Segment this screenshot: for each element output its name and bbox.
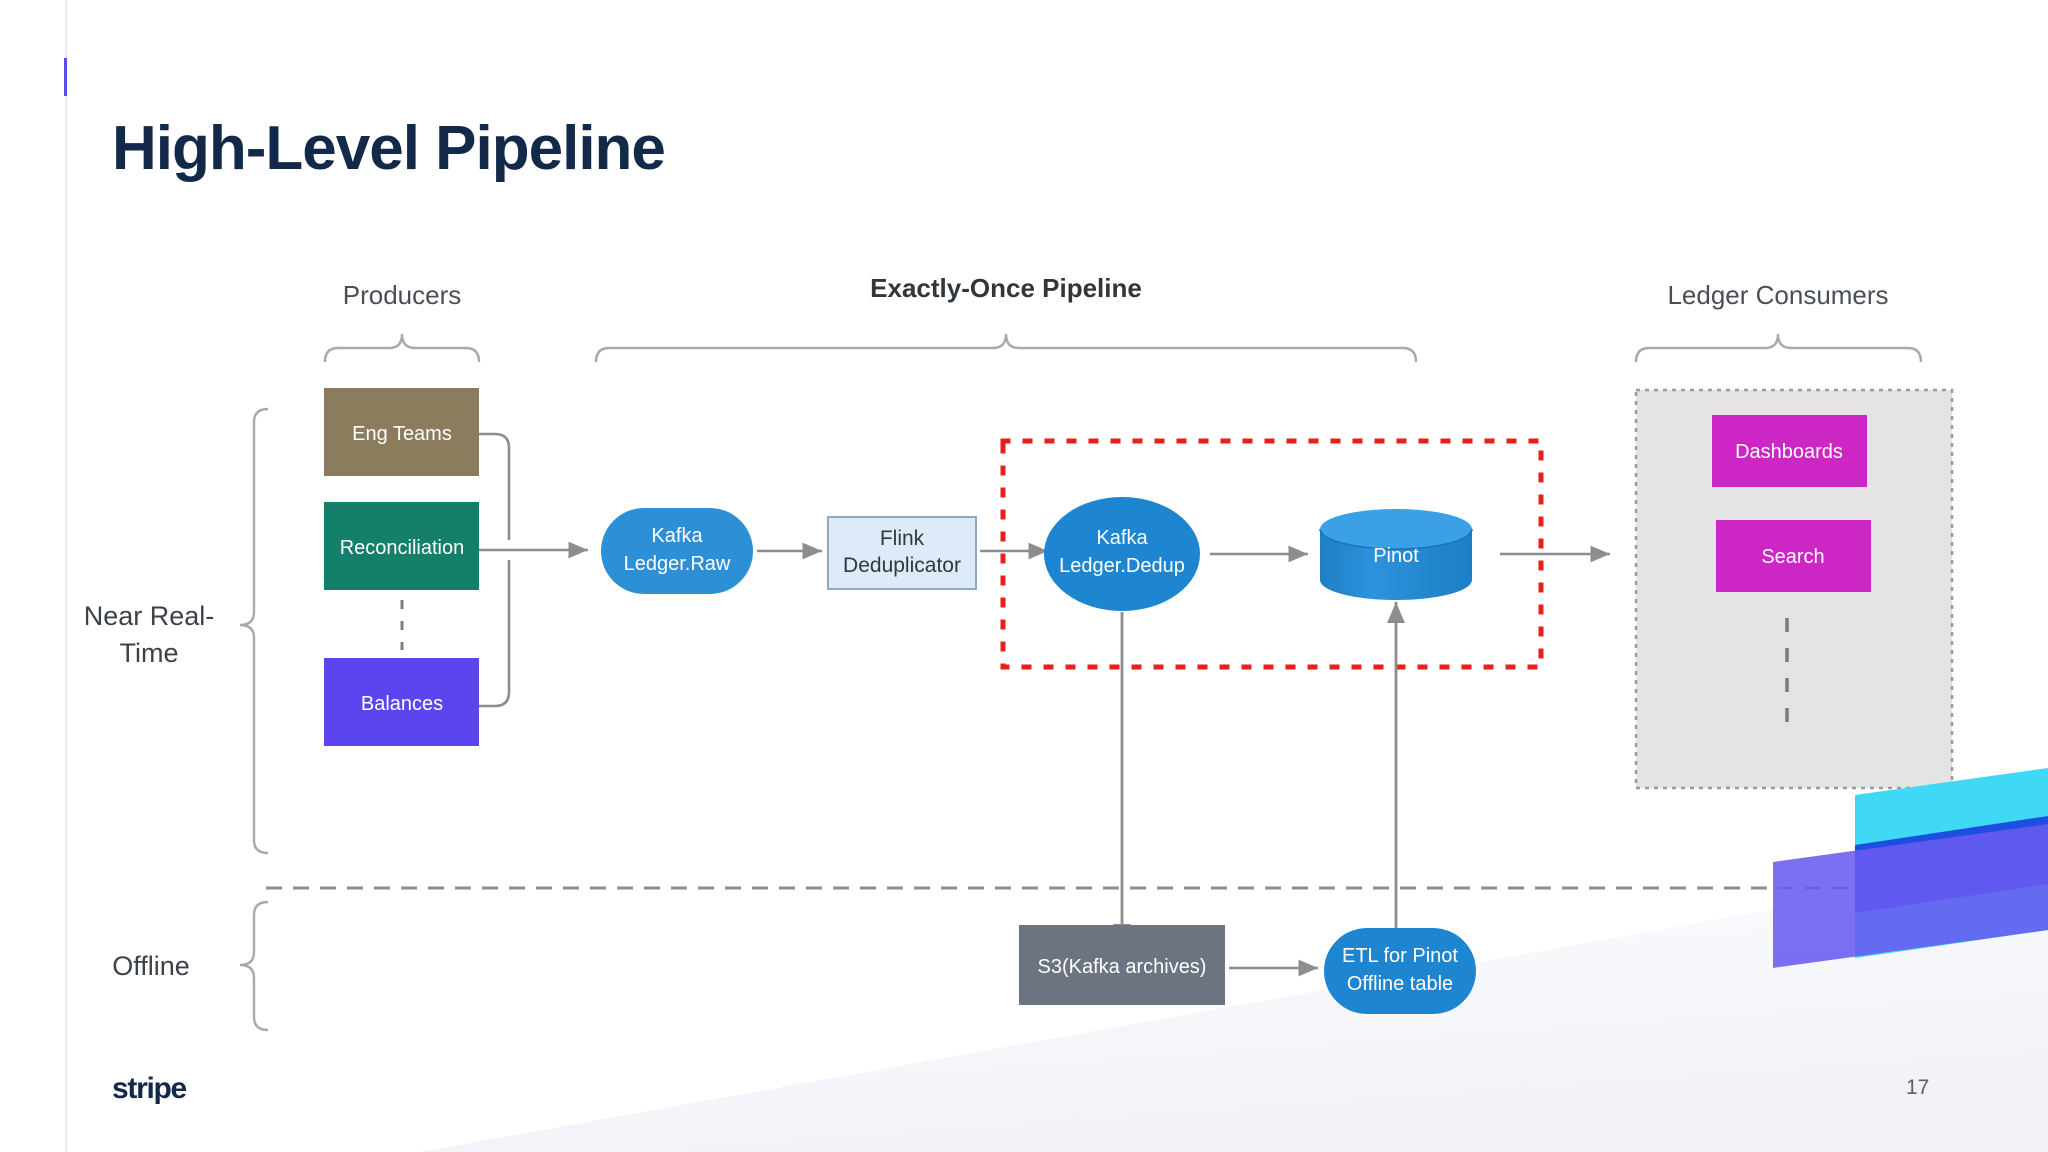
stripe-logo: stripe	[112, 1072, 187, 1105]
node-flink-deduplicator[interactable]	[827, 516, 977, 590]
node-eng-teams-label: Eng Teams	[352, 423, 452, 445]
left-accent-mark	[64, 58, 67, 96]
brace-pipeline	[594, 333, 1418, 363]
node-kafka-dedup-label-line1: Kafka	[1096, 527, 1148, 549]
exactly-once-highlight-box	[1000, 438, 1544, 670]
node-reconciliation[interactable]	[324, 502, 479, 590]
node-search-label: Search	[1761, 546, 1824, 568]
node-kafka-raw-label-line1: Kafka	[651, 525, 703, 547]
left-edge-rule	[65, 0, 67, 1152]
lane-brace-near-real-time	[239, 407, 269, 855]
lane-label-offline: Offline	[112, 951, 190, 981]
group-label-consumers: Ledger Consumers	[1667, 280, 1888, 310]
node-s3[interactable]	[1019, 925, 1225, 1005]
edge-balances-to-merge	[479, 560, 511, 708]
node-pinot[interactable]	[1319, 509, 1473, 600]
lane-label-near-real-time-line1: Near Real-	[84, 601, 215, 631]
node-s3-label: S3(Kafka archives)	[1038, 956, 1207, 978]
node-dashboards-label: Dashboards	[1735, 441, 1843, 463]
node-etl-label-line2: Offline table	[1347, 973, 1453, 995]
decoration-purple-band	[1773, 824, 2048, 968]
node-kafka-raw-label-line2: Ledger.Raw	[624, 553, 731, 575]
node-eng-teams[interactable]	[324, 388, 479, 476]
page-title: High-Level Pipeline	[112, 114, 666, 183]
node-balances[interactable]	[324, 658, 479, 746]
brace-producers	[323, 333, 481, 363]
node-kafka-raw[interactable]	[601, 508, 753, 594]
group-label-pipeline: Exactly-Once Pipeline	[870, 273, 1142, 303]
node-pinot-label: Pinot	[1373, 545, 1419, 567]
node-flink-label-line2: Deduplicator	[843, 554, 961, 577]
brace-consumers	[1634, 333, 1923, 363]
node-balances-label: Balances	[361, 693, 443, 715]
node-flink-label-line1: Flink	[880, 527, 925, 550]
edge-eng-teams-to-merge	[479, 432, 511, 540]
node-etl-label-line1: ETL for Pinot	[1342, 945, 1458, 967]
lane-label-near-real-time-line2: Time	[120, 638, 179, 668]
node-kafka-dedup-label-line2: Ledger.Dedup	[1059, 555, 1185, 577]
node-search[interactable]	[1716, 520, 1871, 592]
page-number: 17	[1906, 1076, 1930, 1099]
node-reconciliation-label: Reconciliation	[340, 537, 465, 559]
lane-brace-offline	[239, 900, 269, 1032]
node-dashboards[interactable]	[1712, 415, 1867, 487]
corner-decoration	[1773, 768, 2048, 968]
group-label-producers: Producers	[343, 280, 462, 310]
node-etl-offline[interactable]	[1324, 928, 1476, 1014]
node-kafka-dedup[interactable]	[1044, 497, 1200, 611]
